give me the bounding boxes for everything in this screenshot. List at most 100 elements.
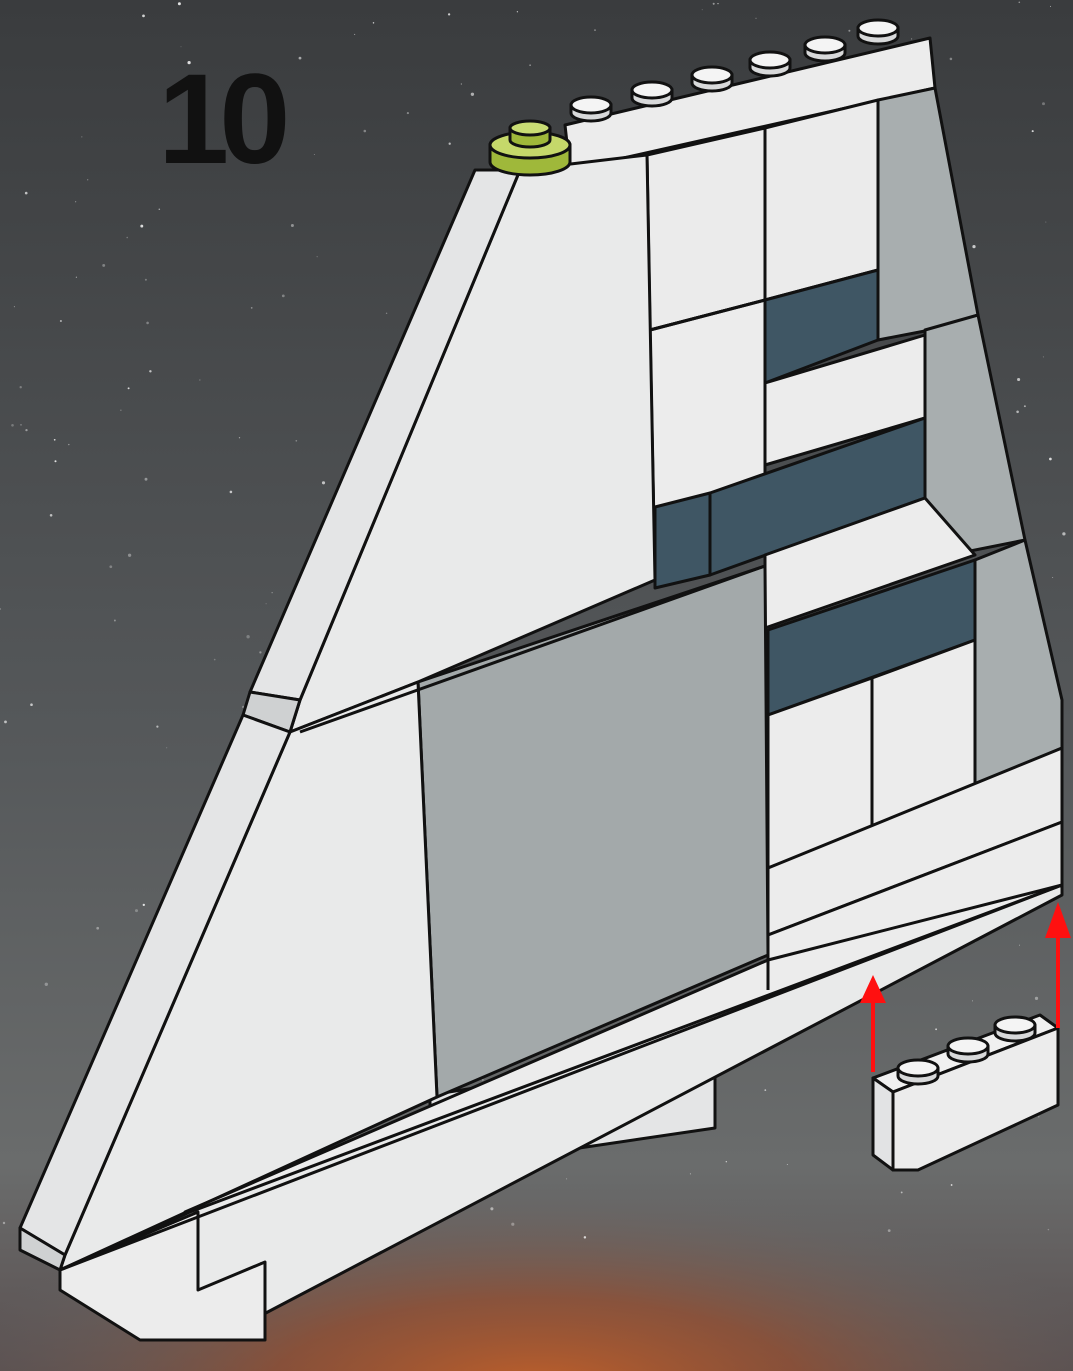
star [199,380,200,381]
star [246,635,249,638]
star [1045,222,1046,223]
star [272,592,273,593]
star [1017,378,1020,381]
star [25,192,28,195]
star [717,3,718,4]
upper-white-column-2 [765,100,878,300]
star [159,209,161,211]
star [529,64,531,66]
star [1043,356,1044,357]
star [166,747,167,748]
star [1016,410,1019,413]
star [1050,6,1051,7]
star [25,429,27,431]
star [935,1028,937,1030]
star [60,320,62,322]
star [295,440,297,442]
star [1052,577,1053,578]
star [511,1223,514,1226]
brick-stud [948,1038,988,1062]
star [81,136,82,137]
star [1019,945,1020,946]
top-stud [692,67,732,91]
star [690,1173,691,1174]
top-stud [858,20,898,44]
star [109,565,112,568]
star [126,237,128,239]
star [87,179,88,180]
star [3,1222,5,1224]
star [471,93,474,96]
star [1032,130,1034,132]
star [114,620,116,622]
star [146,322,149,325]
star [239,437,240,438]
step-number: 10 [158,56,280,184]
dark-tile-2-left [655,493,710,588]
star [322,481,325,484]
star [120,410,121,411]
star [178,2,181,5]
star [594,29,596,31]
upper-white-column-1 [647,128,765,330]
star [20,424,21,425]
star [145,478,148,481]
star [149,370,151,372]
star [50,514,53,517]
star [449,143,451,145]
star [54,439,56,441]
star [156,726,158,728]
star [517,11,518,12]
star [407,112,409,114]
star [448,13,450,15]
star [68,444,69,445]
star [45,983,48,986]
brick-stud [898,1060,938,1084]
star [135,909,138,912]
star [4,721,7,724]
star [54,460,56,462]
brick-stud [995,1017,1035,1041]
star [314,154,315,155]
star [30,703,33,706]
star [354,34,355,35]
star [1048,1229,1049,1230]
star [566,1178,567,1179]
star [140,225,143,228]
star [291,224,294,227]
star [490,1207,493,1210]
star [76,277,77,278]
star [911,38,912,39]
star [951,1184,953,1186]
star [75,201,76,202]
star [142,15,145,18]
star [1038,1116,1039,1117]
star [702,9,703,10]
star [20,386,22,388]
top-stud [632,82,672,106]
top-stud [805,37,845,61]
star [755,18,756,19]
star [266,603,267,604]
star [1042,102,1045,105]
star [364,130,367,133]
star [128,387,130,389]
star [1024,405,1026,407]
top-stud [750,52,790,76]
star [972,1000,973,1001]
star [972,245,975,248]
star [950,58,953,61]
star [848,30,850,32]
star [259,651,261,653]
star [787,1164,788,1165]
star [214,659,216,661]
star [386,313,387,314]
star [299,57,302,60]
star [96,927,99,930]
star [584,1236,586,1238]
star [102,264,105,267]
star [14,306,15,307]
star [1049,458,1052,461]
star [1018,1,1020,3]
